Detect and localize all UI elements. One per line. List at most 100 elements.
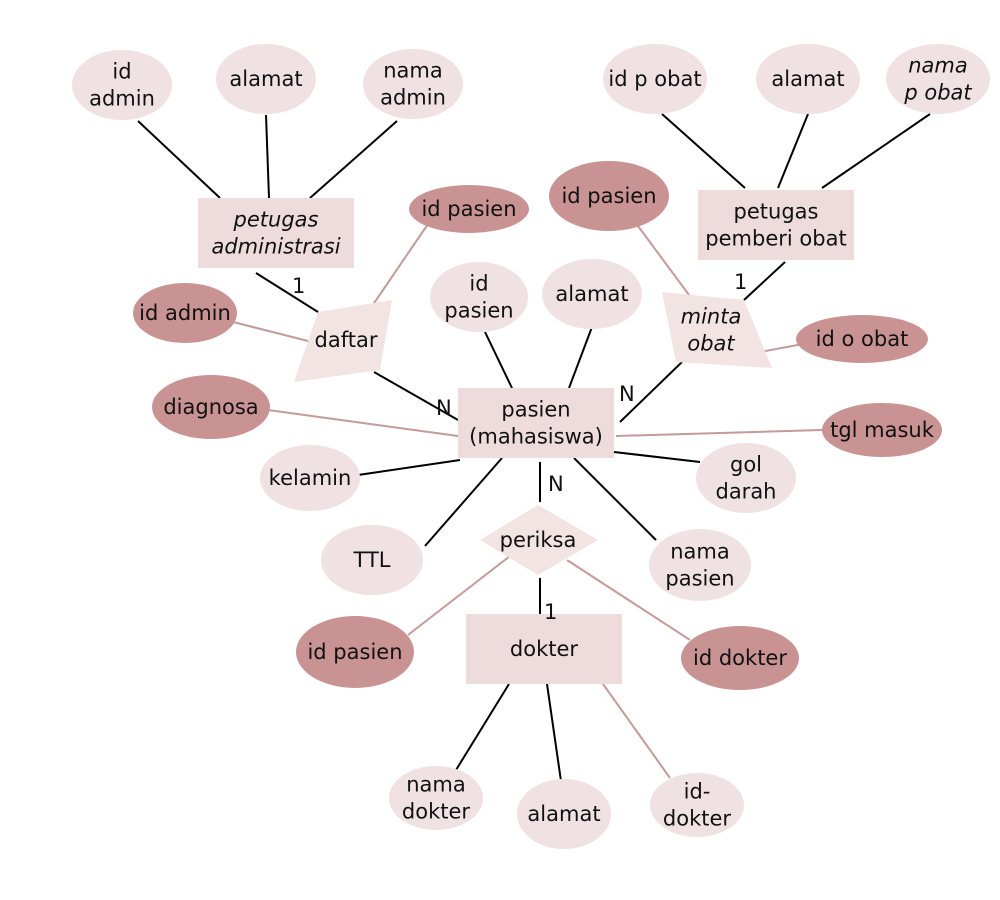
connector-line	[637, 225, 693, 300]
connector-line	[255, 272, 319, 313]
attribute-b1-text: id p obat	[608, 67, 701, 91]
attribute-k4: id o obat	[796, 315, 928, 363]
attribute-ellipse	[216, 44, 316, 114]
attribute-ellipse	[389, 766, 483, 830]
key-attribute-ellipse	[152, 375, 270, 439]
connector-line	[267, 409, 459, 437]
entity-dk: dokter	[466, 614, 622, 684]
connector-line	[821, 113, 931, 189]
attribute-ellipse	[517, 779, 611, 849]
connector-line	[373, 371, 459, 421]
cardinality-card2: N	[436, 396, 452, 420]
attribute-b3-text: nama	[908, 53, 968, 77]
attribute-c3-text: kelamin	[269, 466, 352, 490]
connector-line	[484, 331, 513, 389]
attribute-ellipse	[603, 44, 707, 114]
attribute-c3: kelamin	[260, 445, 360, 511]
attribute-a3-text: admin	[380, 86, 446, 110]
attribute-k2: id admin	[133, 283, 237, 343]
connector-lines	[137, 113, 931, 789]
attribute-c4: gol darah	[696, 443, 796, 513]
connector-line	[568, 326, 593, 389]
cardinality-card1: 1	[292, 274, 305, 298]
connector-line	[661, 113, 746, 189]
attribute-k7-text: id pasien	[307, 640, 402, 664]
attribute-k5: diagnosa	[152, 375, 270, 439]
entity-po-text: petugas	[734, 199, 819, 223]
attribute-ellipse	[542, 259, 642, 329]
attribute-k6-text: tgl masuk	[830, 418, 935, 442]
relationship-shape	[480, 505, 598, 575]
attribute-ellipse	[650, 773, 744, 837]
attribute-d3-text: dokter	[663, 807, 731, 831]
attribute-c4-text: darah	[715, 480, 776, 504]
attribute-a2-text: alamat	[229, 67, 302, 91]
connector-line	[309, 120, 398, 199]
attribute-c6-text: nama	[670, 539, 730, 563]
relationship-periksa-text: periksa	[500, 528, 577, 552]
attribute-b1: id p obat	[603, 44, 707, 114]
relationship-periksa: periksa	[480, 505, 598, 575]
attribute-c6: nama pasien	[649, 529, 751, 601]
attribute-d2: alamat	[517, 779, 611, 849]
cardinality-card5: N	[548, 472, 564, 496]
attribute-c2-text: alamat	[555, 282, 628, 306]
attribute-b3: nama p obat	[886, 44, 990, 114]
attribute-c1-text: pasien	[444, 299, 513, 323]
attribute-b3-text: p obat	[903, 81, 972, 105]
key-attribute-ellipse	[296, 616, 414, 688]
attribute-k2-text: id admin	[139, 301, 231, 325]
entity-pa-text: petugas	[233, 207, 319, 231]
connector-line	[265, 114, 270, 199]
cardinality-card4: N	[619, 382, 635, 406]
attribute-c4-text: gol	[730, 452, 762, 476]
entity-box	[458, 388, 614, 458]
relationship-minta-text: obat	[687, 332, 735, 356]
entity-pa-text: administrasi	[211, 235, 340, 259]
key-attribute-ellipse	[822, 403, 942, 457]
attribute-d1-text: nama	[406, 772, 466, 796]
attribute-c2: alamat	[542, 259, 642, 329]
attribute-ellipse	[649, 529, 751, 601]
connector-line	[743, 261, 786, 301]
entity-ps-text: pasien	[501, 397, 570, 421]
attribute-k5-text: diagnosa	[163, 395, 258, 419]
connector-line	[615, 429, 823, 437]
relationship-minta: minta obat	[662, 292, 772, 368]
cardinality-card3: 1	[734, 270, 747, 294]
entity-dk-text: dokter	[510, 637, 578, 661]
connector-line	[613, 451, 701, 463]
attribute-c1-text: id	[469, 271, 488, 295]
attribute-d3: id-dokter	[650, 773, 744, 837]
attribute-d2-text: alamat	[527, 802, 600, 826]
connector-line	[573, 457, 657, 541]
connector-line	[602, 683, 671, 779]
attribute-k6: tgl masuk	[822, 403, 942, 457]
attribute-a1-text: id	[112, 59, 131, 83]
attribute-c5-text: TTL	[353, 548, 391, 572]
attribute-c5: TTL	[321, 525, 423, 595]
entity-box	[698, 190, 854, 260]
key-attribute-ellipse	[549, 161, 669, 231]
attribute-k8-text: id dokter	[693, 646, 787, 670]
connector-line	[566, 559, 691, 641]
attribute-b2: alamat	[756, 44, 860, 114]
entity-ps: pasien(mahasiswa)	[458, 388, 614, 458]
connector-line	[137, 120, 221, 199]
entity-pa: petugas administrasi	[198, 198, 354, 268]
relationship-minta-text: minta	[681, 304, 742, 328]
attribute-c6-text: pasien	[665, 567, 734, 591]
attribute-k1-text: id pasien	[421, 197, 516, 221]
connector-line	[455, 683, 510, 771]
key-attribute-ellipse	[133, 283, 237, 343]
attribute-k3: id pasien	[549, 161, 669, 231]
attribute-c1: id pasien	[430, 262, 528, 332]
connector-line	[407, 555, 511, 636]
relationship-shape	[294, 300, 392, 382]
attribute-k4-text: id o obat	[816, 327, 909, 351]
attribute-b2-text: alamat	[771, 67, 844, 91]
entity-box	[198, 198, 354, 268]
